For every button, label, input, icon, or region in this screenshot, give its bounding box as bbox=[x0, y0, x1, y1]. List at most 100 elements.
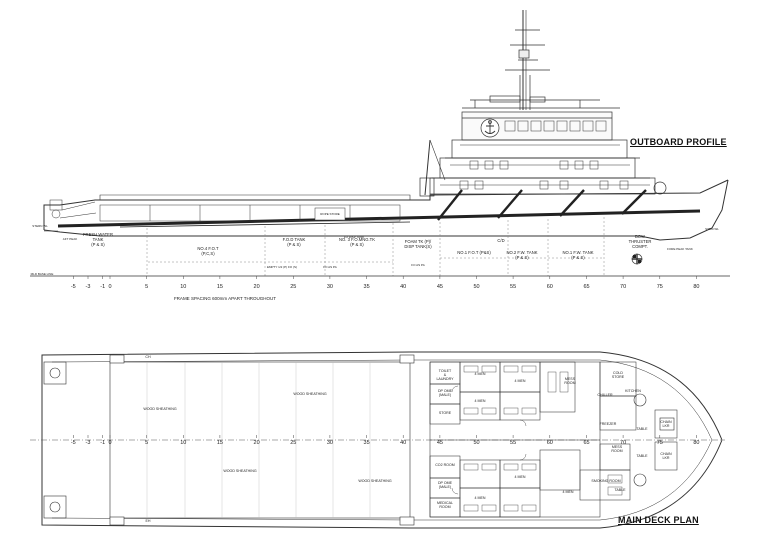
deck-frame-tick-label: 80 bbox=[693, 440, 699, 446]
cd-label: C/D bbox=[497, 238, 504, 243]
profile-frame-tick-label: 25 bbox=[290, 284, 296, 290]
kitchen-label: KITCHEN bbox=[625, 389, 641, 393]
fw-2-tank-label: NO.2 F.W. TANK(P & S) bbox=[506, 250, 537, 260]
four-men-cabin-6: 4 MEN bbox=[563, 490, 574, 494]
profile-frame-tick-label: 35 bbox=[364, 284, 370, 290]
profile-frame-tick-label: 0 bbox=[108, 284, 111, 290]
tank-bulkheads bbox=[146, 217, 605, 276]
deck-plan-hull-outline bbox=[41, 351, 723, 529]
deck-frame-tick-label: 35 bbox=[364, 440, 370, 446]
aft-peak-label: AFT PEAK bbox=[63, 237, 77, 241]
rope-store-label: ROPE STORE bbox=[320, 212, 340, 216]
store-label: STORE bbox=[439, 411, 452, 415]
deck-plan-labels: WOOD SHEATHING WOOD SHEATHING WOOD SHEAT… bbox=[143, 355, 672, 523]
deck-frame-tick-label: 5 bbox=[145, 440, 148, 446]
foam-tank-label: FOAM TK (P)/DISP TANK(S) bbox=[404, 239, 432, 249]
profile-frame-tick-label: 50 bbox=[473, 284, 479, 290]
wood-sheathing-label-1: WOOD SHEATHING bbox=[143, 407, 176, 411]
profile-frame-tick-label: 45 bbox=[437, 284, 443, 290]
main-deck-plan-title: MAIN DECK PLAN bbox=[618, 515, 699, 525]
wood-sheathing-label-4: WOOD SHEATHING bbox=[358, 479, 391, 483]
chiller-label: CHILLER bbox=[597, 393, 613, 397]
fo-as-pa-label-2: FO AS PA bbox=[411, 263, 424, 267]
ch-label: CH bbox=[145, 355, 151, 359]
empty-fo-label: EMPTY 1/2 (P) FO (S) bbox=[267, 265, 297, 269]
frame-spacing-note: FRAME SPACING 600mm APART THROUGHOUT bbox=[174, 296, 276, 301]
profile-frame-tick-label: 5 bbox=[145, 284, 148, 290]
mast bbox=[505, 10, 550, 110]
deck-frame-tick-label: 10 bbox=[180, 440, 186, 446]
profile-frame-tick-label: 65 bbox=[583, 284, 589, 290]
fo-mng-tank-label: NO. 3 F.O.MNG.TK(P & S) bbox=[339, 237, 375, 247]
base-line-label: MLD BASE LINE bbox=[31, 272, 54, 276]
fot-4-label: NO.4 F.O.T(P,C,S) bbox=[197, 246, 219, 256]
profile-frame-tick-label: 55 bbox=[510, 284, 516, 290]
wheelhouse bbox=[461, 95, 620, 141]
outboard-profile bbox=[30, 10, 730, 277]
fw-1-tank-label: NO.1 F.W. TANK(P & S) bbox=[562, 250, 593, 260]
deck-frame-tick-label: 20 bbox=[254, 440, 260, 446]
deck-frame-tick-label: 15 bbox=[217, 440, 223, 446]
table-label-1: TABLE bbox=[636, 427, 648, 431]
stem-wl-label: STEM WL bbox=[705, 227, 719, 231]
wood-sheathing-label-3: WOOD SHEATHING bbox=[223, 469, 256, 473]
deck-frame-tick-label: -5 bbox=[71, 440, 76, 446]
fot-1-label: NO.1 F.O.T (P&S) bbox=[457, 250, 491, 255]
deck-frame-tick-label: 50 bbox=[473, 440, 479, 446]
profile-frame-tick-label: -1 bbox=[100, 284, 105, 290]
table-label-2: TABLE bbox=[636, 454, 648, 458]
profile-frame-tick-label: -3 bbox=[86, 284, 91, 290]
main-deck-plan bbox=[30, 351, 725, 529]
profile-frame-tick-label: 40 bbox=[400, 284, 406, 290]
profile-frame-tick-label: 10 bbox=[180, 284, 186, 290]
profile-frame-tick-label: 70 bbox=[620, 284, 626, 290]
profile-frame-tick-label: 30 bbox=[327, 284, 333, 290]
profile-frame-tick-label: 75 bbox=[657, 284, 663, 290]
smoking-room-label: SMOKING ROOM bbox=[591, 479, 620, 483]
eh-label: EH bbox=[146, 519, 151, 523]
deck-frame-tick-label: 45 bbox=[437, 440, 443, 446]
profile-frame-tick-label: 60 bbox=[547, 284, 553, 290]
deck-frame-tick-label: 65 bbox=[583, 440, 589, 446]
profile-frame-tick-label: -5 bbox=[71, 284, 76, 290]
fo-as-pa-label-1: FO AS PA bbox=[323, 265, 336, 269]
deck-frame-tick-label: 60 bbox=[547, 440, 553, 446]
stern-wl-label: STERN WL bbox=[32, 224, 48, 228]
deck-frame-tick-label: 25 bbox=[290, 440, 296, 446]
profile-frame-tick-label: 15 bbox=[217, 284, 223, 290]
toilet-laundry-label: TOILET&LAUNDRY bbox=[436, 369, 454, 381]
fore-peak-label: FORE PEAK TANK bbox=[667, 247, 693, 251]
hull bbox=[43, 179, 729, 265]
co2-room-label: CO2 ROOM bbox=[435, 463, 455, 467]
deck-frame-tick-label: 0 bbox=[108, 440, 111, 446]
wood-sheathing-label-2: WOOD SHEATHING bbox=[293, 392, 326, 396]
profile-frame-tick-label: 80 bbox=[693, 284, 699, 290]
anchor-windlass bbox=[633, 393, 675, 487]
deck-frame-tick-label: 75 bbox=[657, 440, 663, 446]
deck-frame-tick-label: 40 bbox=[400, 440, 406, 446]
four-men-cabin-5: 4 MEN bbox=[475, 496, 486, 500]
deck-frame-tick-label: 30 bbox=[327, 440, 333, 446]
four-men-cabin-1: 4 MEN bbox=[475, 372, 486, 376]
deck-frame-tick-label: -1 bbox=[100, 440, 105, 446]
table-label-3: TABLE bbox=[614, 488, 626, 492]
freezer-label: FREEZER bbox=[600, 422, 617, 426]
profile-frame-tick-label: 20 bbox=[254, 284, 260, 290]
stern-rollers bbox=[43, 354, 415, 526]
dp-ome-cabin-2: DP OME(MALE) bbox=[438, 481, 453, 489]
profile-small-labels: EMPTY 1/2 (P) FO (S) FO AS PA FO AS PA R… bbox=[31, 212, 720, 276]
four-men-cabin-4: 4 MEN bbox=[515, 475, 526, 479]
four-men-cabin-2: 4 MEN bbox=[515, 379, 526, 383]
accommodation-block bbox=[429, 361, 678, 518]
dp-ome-cabin-1: DP OME(MALE) bbox=[438, 389, 453, 397]
deck-frame-tick-label: 55 bbox=[510, 440, 516, 446]
